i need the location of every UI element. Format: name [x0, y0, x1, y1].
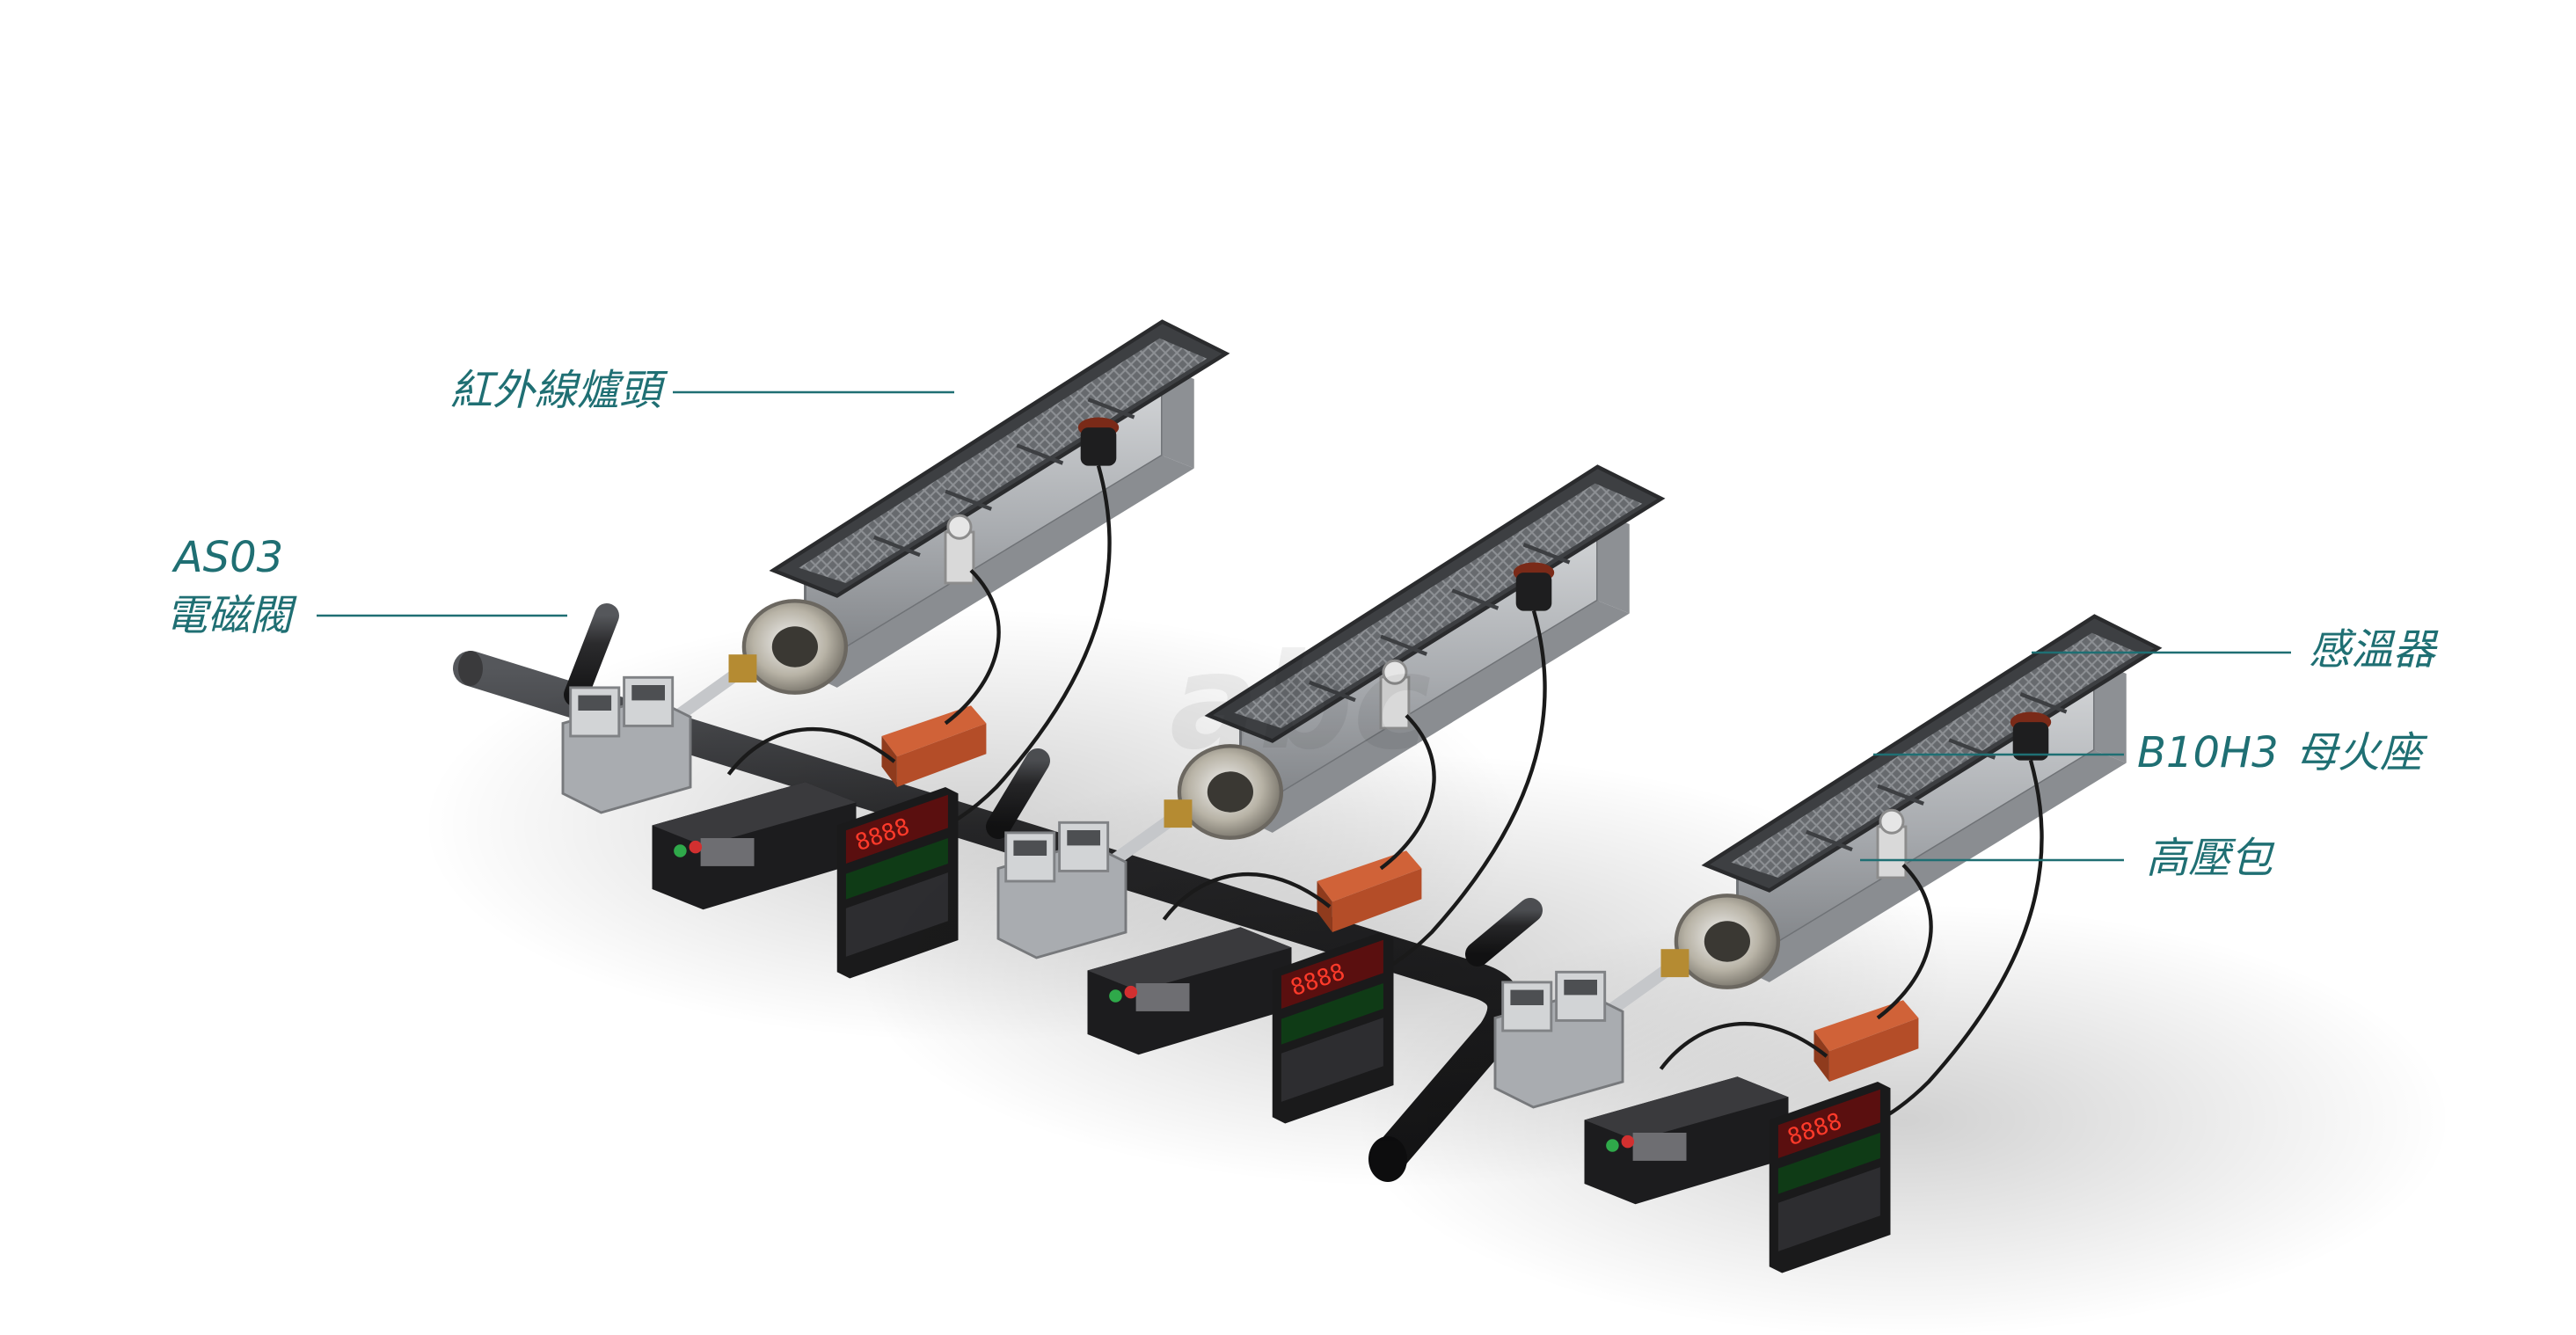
callout-lines: [317, 390, 2291, 862]
burner-unit-3: [1355, 616, 2452, 1335]
label-burner: 紅外線爐頭: [449, 366, 661, 415]
label-temp-sensor: 感溫器: [2309, 625, 2436, 675]
label-pilot-name: 母火座: [2295, 728, 2423, 777]
label-ignition-coil: 高壓包: [2146, 834, 2273, 883]
label-pilot-model: B10H3: [2137, 728, 2279, 777]
label-valve-model: AS03: [173, 533, 284, 582]
watermark: abc: [1170, 626, 1432, 779]
label-valve-name: 電磁閥: [164, 591, 292, 640]
